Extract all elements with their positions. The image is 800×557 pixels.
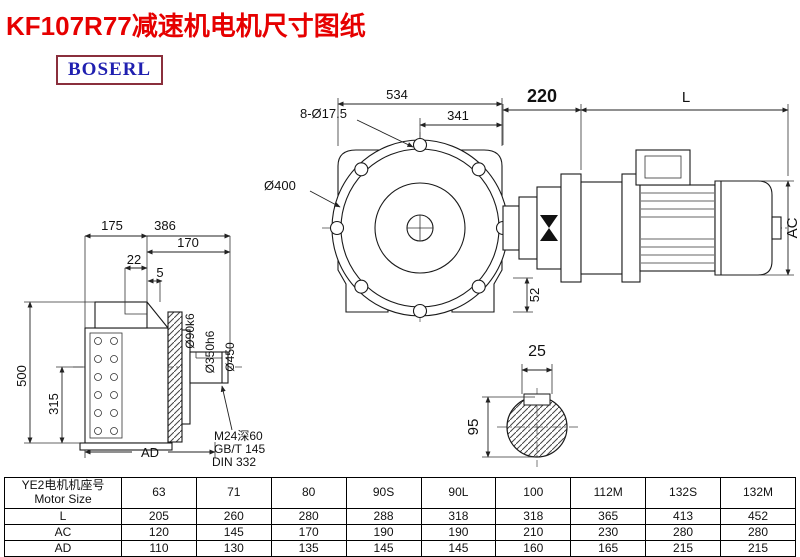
dim-cell: 280 (720, 524, 796, 541)
size-col-header: 132S (645, 477, 721, 509)
cover-bolt-circles (94, 337, 118, 435)
size-col-header: 90L (420, 477, 497, 509)
motor-size-header-en: Motor Size (34, 492, 92, 506)
motor-fins (641, 192, 714, 264)
dim-bolt-holes: 8-Ø17.5 (300, 106, 347, 121)
dim-95: 95 (465, 419, 482, 436)
dim-flange-od: Ø450 (223, 342, 237, 372)
dimension-labels: 534 341 8-Ø17.5 Ø400 220 L AC 52 175 386… (14, 86, 800, 469)
dim-L: L (682, 89, 690, 106)
dim-cell: 210 (495, 524, 572, 541)
dim-cell: 230 (570, 524, 647, 541)
dimension-lines (24, 98, 794, 458)
note-gbt-standard: GB/T 145 (214, 442, 265, 456)
note-tapped-hole: M24深60 (214, 429, 263, 443)
dim-spigot-diameter: Ø350h6 (203, 330, 217, 373)
size-col-header: 100 (495, 477, 572, 509)
front-view-drawing (322, 132, 788, 325)
dim-cell: 215 (720, 540, 796, 557)
dim-cell: 280 (270, 508, 347, 525)
table-row: AC 120 145 170 190 190 210 230 280 280 (4, 524, 796, 541)
dim-5: 5 (156, 265, 163, 280)
dim-cell: 215 (645, 540, 721, 557)
dim-cell: 190 (345, 524, 422, 541)
dim-52: 52 (527, 288, 542, 302)
dim-cell: 190 (420, 524, 497, 541)
size-col-header: 71 (195, 477, 272, 509)
dimension-drawing: 534 341 8-Ø17.5 Ø400 220 L AC 52 175 386… (14, 86, 800, 469)
table-row: AD 110 130 135 145 145 160 165 215 215 (4, 540, 796, 557)
dim-cell: 280 (645, 524, 721, 541)
dim-220: 220 (527, 86, 557, 106)
dim-cell: 365 (570, 508, 647, 525)
dim-cell: 205 (121, 508, 197, 525)
dim-386: 386 (154, 218, 176, 233)
dim-cell: 165 (570, 540, 647, 557)
dim-cell: 130 (195, 540, 272, 557)
table-row: L 205 260 280 288 318 318 365 413 452 (4, 508, 796, 525)
row-label-AC: AC (4, 524, 122, 541)
dim-cell: 145 (345, 540, 422, 557)
dim-cell: 452 (720, 508, 796, 525)
shaft-section-drawing (497, 388, 578, 467)
size-col-header: 63 (121, 477, 197, 509)
fan-cowl (714, 180, 773, 276)
dim-cell: 145 (420, 540, 497, 557)
keyway-slot (523, 393, 551, 406)
dim-341: 341 (447, 108, 469, 123)
dim-cell: 135 (270, 540, 347, 557)
dim-170: 170 (177, 235, 199, 250)
page-title: KF107R77减速机电机尺寸图纸 (6, 11, 366, 41)
dim-534: 534 (386, 87, 408, 102)
terminal-box (635, 149, 691, 186)
row-label-AD: AD (4, 540, 122, 557)
dim-cell: 160 (495, 540, 572, 557)
dim-500: 500 (14, 365, 29, 387)
size-col-header: 80 (270, 477, 347, 509)
dim-cell: 120 (121, 524, 197, 541)
dim-AD: AD (141, 445, 159, 460)
dim-cell: 288 (345, 508, 422, 525)
dim-25: 25 (528, 343, 546, 360)
dim-cell: 110 (121, 540, 197, 557)
motor-size-header-cn: YE2电机机座号 (21, 478, 105, 493)
side-view-drawing (73, 301, 242, 451)
dim-shaft-diameter: Ø90k6 (183, 313, 197, 349)
dim-175: 175 (101, 218, 123, 233)
dim-cell: 413 (645, 508, 721, 525)
motor-size-header: YE2电机机座号 Motor Size (4, 477, 122, 509)
dim-AC: AC (784, 217, 800, 238)
motor-drawing (502, 149, 782, 283)
note-din-standard: DIN 332 (212, 455, 256, 469)
row-label-L: L (4, 508, 122, 525)
size-col-header: 112M (570, 477, 647, 509)
dim-315: 315 (46, 393, 61, 415)
output-flange (167, 311, 183, 443)
motor-size-table: YE2电机机座号 Motor Size 63 71 80 90S 90L 100… (4, 477, 796, 557)
size-col-header: 90S (345, 477, 422, 509)
boserl-logo: BOSERL (56, 55, 164, 85)
dim-cell: 318 (495, 508, 572, 525)
dim-flange-diameter: Ø400 (264, 178, 296, 193)
size-col-header: 132M (720, 477, 796, 509)
dim-cell: 145 (195, 524, 272, 541)
dim-22: 22 (127, 252, 141, 267)
dim-cell: 318 (420, 508, 497, 525)
dim-cell: 170 (270, 524, 347, 541)
dim-cell: 260 (195, 508, 272, 525)
